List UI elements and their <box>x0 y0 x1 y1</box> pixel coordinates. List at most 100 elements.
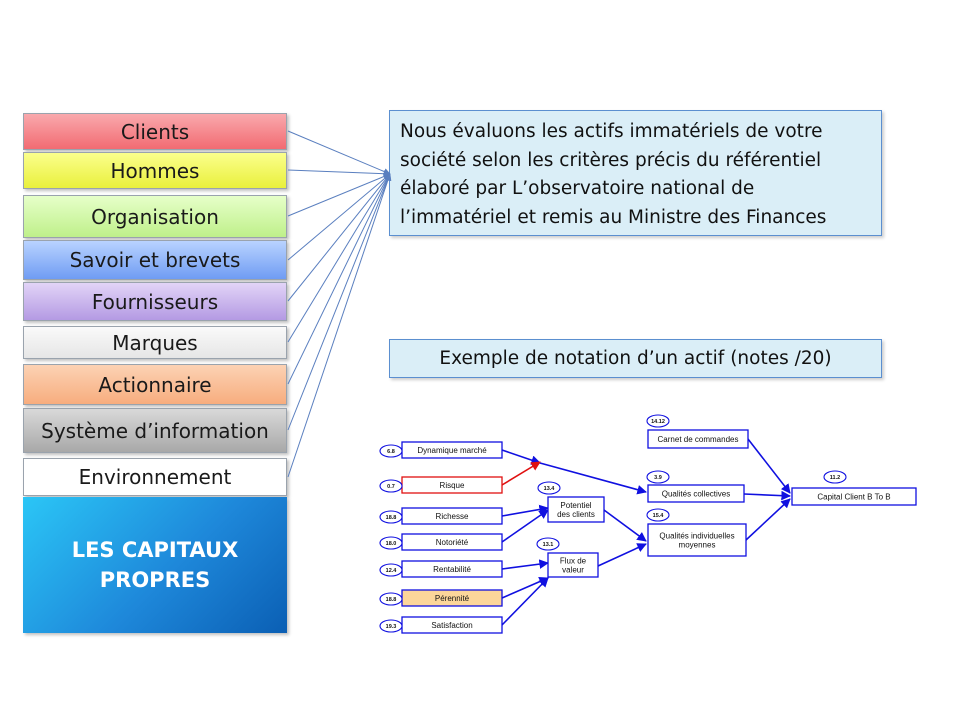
intermediate-score-1-value: 13.1 <box>543 542 554 548</box>
input-score-2-value: 18.8 <box>386 515 397 521</box>
input-node-4-label: Rentabilité <box>433 565 471 574</box>
link-potentiel <box>603 509 647 542</box>
input-node-2-label: Richesse <box>436 512 469 521</box>
aggregate-node-0-label: Carnet de commandes <box>658 435 739 444</box>
aggregate-score-0-oval <box>646 414 670 428</box>
input-node-1: Risque <box>401 476 503 494</box>
input-score-6-oval <box>379 619 403 633</box>
capital-fournisseurs: Fournisseurs <box>23 282 287 321</box>
intermediate-node-1-label: valeur <box>562 566 584 575</box>
aggregate-score-2-value: 15.4 <box>653 513 665 519</box>
intermediate-node-0-box <box>547 496 605 523</box>
input-score-1: 0.7 <box>379 479 403 493</box>
final-node-box <box>791 487 917 506</box>
input-score-4-oval <box>379 563 403 577</box>
input-node-5: Pérennité <box>401 589 503 607</box>
input-score-1-value: 0.7 <box>387 484 395 490</box>
aggregate-node-1: Qualités collectives <box>647 484 745 503</box>
final-node-label: Capital Client B To B <box>817 493 890 502</box>
intermediate-node-0-label: des clients <box>557 510 595 519</box>
aggregate-node-2-box <box>647 523 747 557</box>
aggregate-score-1-oval <box>646 470 670 484</box>
connector-line-5 <box>287 173 391 343</box>
capital-label: Savoir et brevets <box>69 248 241 272</box>
link-perennite <box>501 577 549 599</box>
input-node-5-label: Pérennité <box>435 594 470 603</box>
capital-label: Organisation <box>91 204 219 229</box>
intro-text: Nous évaluons les actifs immatériels de … <box>400 121 827 228</box>
connector-line-0 <box>287 130 391 175</box>
capital-connectors <box>287 130 392 478</box>
connector-line-3 <box>287 173 391 261</box>
link-flux <box>597 543 647 567</box>
input-score-1-oval <box>379 479 403 493</box>
input-node-6-label: Satisfaction <box>431 621 472 630</box>
final-score: 11.2 <box>823 470 847 484</box>
intermediate-score-0-oval <box>537 481 561 495</box>
input-node-6: Satisfaction <box>401 616 503 634</box>
capital-label: Hommes <box>110 158 200 183</box>
input-score-2-oval <box>379 510 403 524</box>
link-notoriete <box>501 509 549 543</box>
final-score-value: 11.2 <box>830 475 840 481</box>
intermediate-node-0-label: Potentiel <box>560 501 591 510</box>
intermediate-node-1-box <box>547 552 599 578</box>
capitaux-propres-line1: LES CAPITAUX <box>71 538 239 562</box>
aggregate-node-0: Carnet de commandes <box>647 429 749 449</box>
input-score-0-value: 6.8 <box>387 449 395 455</box>
link-collectives <box>743 490 791 501</box>
input-score-6: 19.3 <box>379 619 403 633</box>
aggregate-score-1: 3.9 <box>646 470 670 484</box>
link-satisfaction <box>501 577 549 626</box>
capital-systeme-information: Système d’information <box>23 408 287 453</box>
aggregate-score-1-value: 3.9 <box>654 475 662 481</box>
capital-organisation: Organisation <box>23 195 287 238</box>
aggregate-score-2: 15.4 <box>646 508 670 522</box>
capitaux-propres-block: LES CAPITAUX PROPRES <box>23 497 287 633</box>
input-score-0-oval <box>379 444 403 458</box>
connector-line-7 <box>287 173 391 431</box>
capital-label: Environnement <box>78 465 232 489</box>
input-node-3: Notoriété <box>401 533 503 551</box>
input-score-5-value: 18.8 <box>386 597 397 603</box>
capitaux-propres-line2: PROPRES <box>99 568 211 592</box>
capital-label: Système d’information <box>41 418 269 443</box>
intermediate-score-0-value: 13.4 <box>544 486 556 492</box>
aggregate-node-2-label: Qualités individuelles <box>659 532 734 541</box>
connector-line-4 <box>287 173 391 302</box>
intermediate-node-1-label: Flux de <box>560 557 587 566</box>
diagram-links <box>501 438 791 626</box>
link-rentabilite <box>501 559 549 570</box>
input-score-4-value: 12.4 <box>386 568 398 574</box>
input-node-0-label: Dynamique marché <box>417 446 487 455</box>
capital-label: Marques <box>112 330 198 355</box>
input-score-4: 12.4 <box>379 563 403 577</box>
input-score-0: 6.8 <box>379 444 403 458</box>
intermediate-score-1-oval <box>536 537 560 551</box>
aggregate-node-1-label: Qualités collectives <box>662 490 730 499</box>
capital-actionnaire: Actionnaire <box>23 364 287 405</box>
intermediate-score-0: 13.4 <box>537 481 561 495</box>
input-score-5: 18.8 <box>379 592 403 606</box>
example-title: Exemple de notation d’un actif (notes /2… <box>439 348 832 369</box>
aggregate-score-2-oval <box>646 508 670 522</box>
connector-line-1 <box>287 169 391 178</box>
capital-savoir-brevets: Savoir et brevets <box>23 240 287 280</box>
input-node-0: Dynamique marché <box>401 441 503 459</box>
aggregate-node-1-box <box>647 484 745 503</box>
input-node-1-label: Risque <box>440 481 465 490</box>
intro-textbox: Nous évaluons les actifs immatériels de … <box>389 110 882 236</box>
link-dynamique <box>501 449 541 465</box>
capital-environnement: Environnement <box>23 458 287 496</box>
connector-line-2 <box>287 173 391 217</box>
input-score-5-oval <box>379 592 403 606</box>
example-title-box: Exemple de notation d’un actif (notes /2… <box>389 339 882 378</box>
input-node-3-label: Notoriété <box>436 538 469 547</box>
capital-label: Actionnaire <box>98 372 212 397</box>
link-richesse <box>501 504 549 517</box>
connector-line-6 <box>287 173 391 385</box>
